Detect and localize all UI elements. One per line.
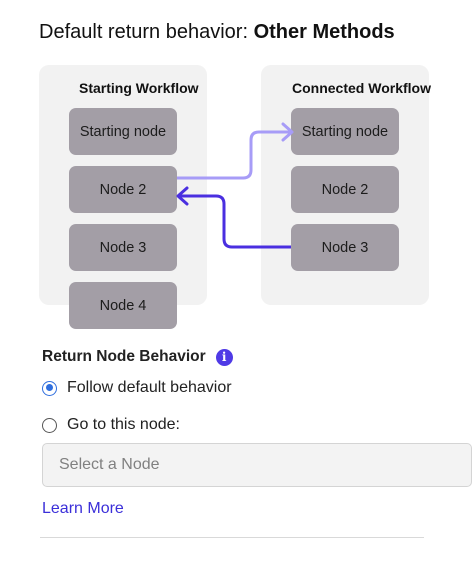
workflow-diagram: Starting Workflow Starting node Node 2 N… <box>39 65 431 329</box>
node-select[interactable]: Select a Node <box>42 443 472 487</box>
heading-emphasis: Other Methods <box>253 21 395 43</box>
connected-workflow-node: Node 3 <box>291 224 399 271</box>
section-title-text: Return Node Behavior <box>42 348 206 365</box>
starting-workflow-panel: Starting Workflow Starting node Node 2 N… <box>39 65 207 329</box>
heading-prefix: Default return behavior: <box>39 21 254 43</box>
return-node-behavior-title: Return Node Behavior i <box>42 348 233 366</box>
starting-workflow-node: Starting node <box>69 108 177 155</box>
connected-workflow-node: Node 2 <box>291 166 399 213</box>
option-go-to-node[interactable]: Go to this node: <box>42 416 180 434</box>
connected-workflow-panel: Connected Workflow Starting node Node 2 … <box>261 65 431 305</box>
starting-workflow-node: Node 3 <box>69 224 177 271</box>
divider <box>40 537 424 538</box>
radio-go-to-node[interactable] <box>42 417 57 433</box>
info-icon[interactable]: i <box>215 348 233 366</box>
starting-workflow-title: Starting Workflow <box>79 80 199 96</box>
option-go-to-node-label: Go to this node: <box>67 416 180 433</box>
starting-workflow-node: Node 4 <box>69 282 177 329</box>
option-follow-default[interactable]: Follow default behavior <box>42 379 232 397</box>
option-follow-default-label: Follow default behavior <box>67 379 232 396</box>
starting-workflow-node: Node 2 <box>69 166 177 213</box>
page-heading: Default return behavior: Other Methods <box>39 21 395 44</box>
radio-follow-default[interactable] <box>42 380 57 396</box>
connected-workflow-title: Connected Workflow <box>292 80 431 96</box>
node-select-placeholder: Select a Node <box>59 456 160 473</box>
connected-workflow-node: Starting node <box>291 108 399 155</box>
learn-more-link[interactable]: Learn More <box>42 500 124 517</box>
